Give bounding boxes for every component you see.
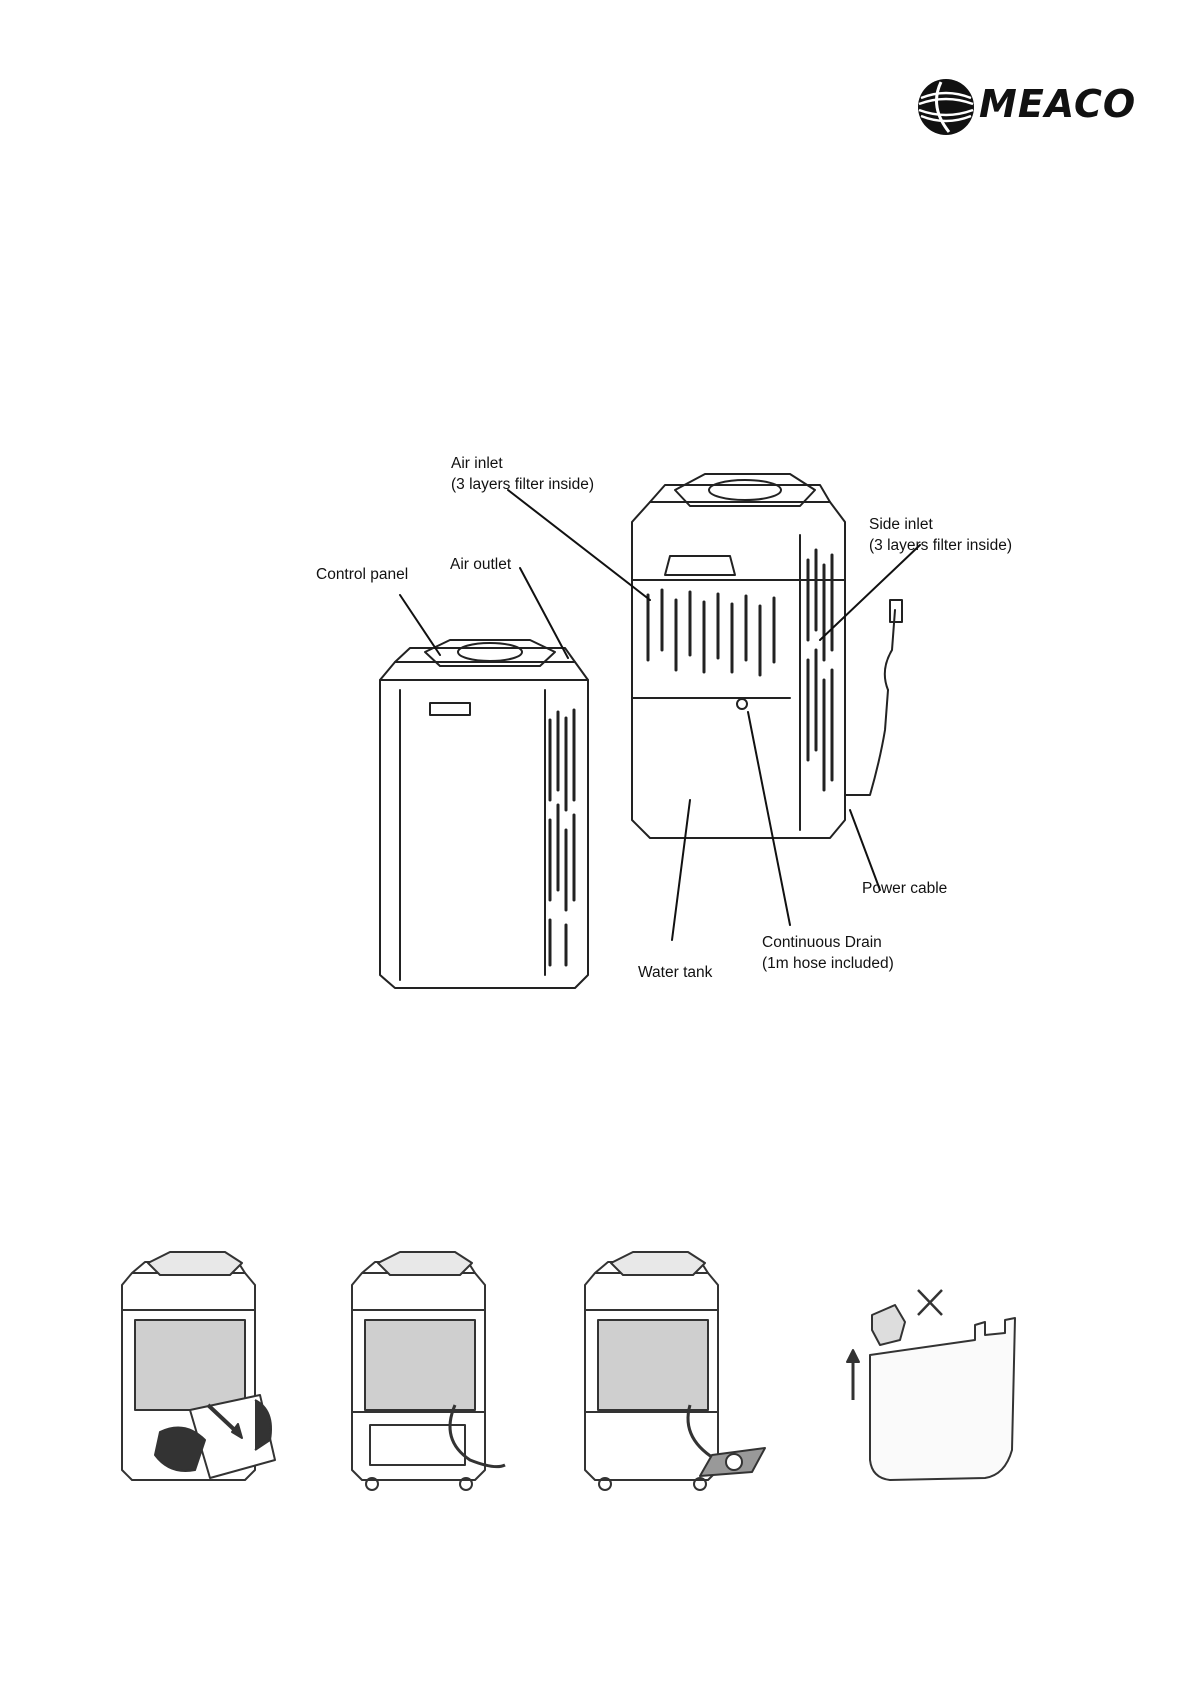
remove-water-tank-icon [122,1252,275,1480]
drain-to-floor-drain-icon [585,1252,765,1490]
drain-hose-connected-icon [352,1252,505,1490]
remove-float-cover-icon [847,1290,1015,1480]
